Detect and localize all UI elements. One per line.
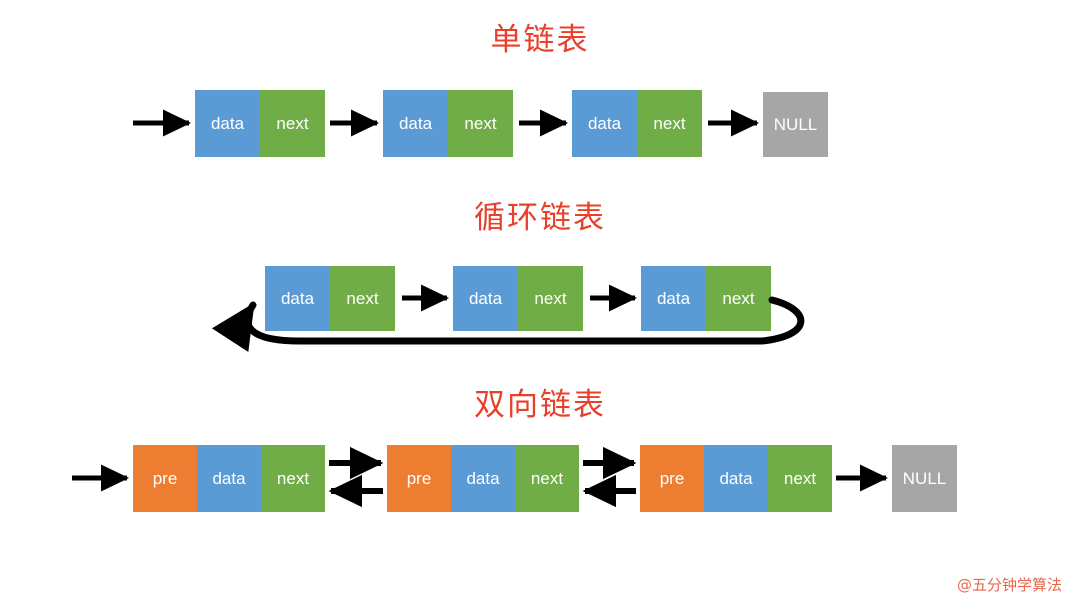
doubly-node-1-data-cell: data: [197, 445, 261, 512]
circular-node-3-next-cell: next: [706, 266, 771, 331]
doubly-node-3-data-cell: data: [704, 445, 768, 512]
singly-node-3-data-cell: data: [572, 90, 637, 157]
circular-node-3-data-cell: data: [641, 266, 706, 331]
singly-node-2: data next: [383, 90, 513, 157]
circular-node-1-next-cell: next: [330, 266, 395, 331]
singly-node-1-next-cell: next: [260, 90, 325, 157]
section-title-doubly-linked-list: 双向链表: [474, 387, 606, 423]
section-title-circular-linked-list: 循环链表: [474, 200, 606, 236]
doubly-node-2-next-cell: next: [515, 445, 579, 512]
doubly-null-terminator: NULL: [892, 445, 957, 512]
watermark-author: @五分钟学算法: [956, 576, 1062, 594]
circular-node-3: data next: [641, 266, 771, 331]
doubly-node-2-pre-cell: pre: [387, 445, 451, 512]
doubly-node-3-next-cell: next: [768, 445, 832, 512]
doubly-node-1: pre data next: [133, 445, 325, 512]
singly-node-1: data next: [195, 90, 325, 157]
singly-node-3-next-cell: next: [637, 90, 702, 157]
circular-node-2-data-cell: data: [453, 266, 518, 331]
singly-node-2-data-cell: data: [383, 90, 448, 157]
circular-node-1-data-cell: data: [265, 266, 330, 331]
doubly-node-1-pre-cell: pre: [133, 445, 197, 512]
doubly-node-3-pre-cell: pre: [640, 445, 704, 512]
doubly-node-3: pre data next: [640, 445, 832, 512]
singly-node-2-next-cell: next: [448, 90, 513, 157]
circular-node-1: data next: [265, 266, 395, 331]
section-title-singly-linked-list: 单链表: [490, 22, 590, 58]
doubly-node-2: pre data next: [387, 445, 579, 512]
circular-node-2: data next: [453, 266, 583, 331]
doubly-node-1-next-cell: next: [261, 445, 325, 512]
circular-node-2-next-cell: next: [518, 266, 583, 331]
doubly-node-2-data-cell: data: [451, 445, 515, 512]
singly-null-terminator: NULL: [763, 92, 828, 157]
singly-node-3: data next: [572, 90, 702, 157]
singly-node-1-data-cell: data: [195, 90, 260, 157]
